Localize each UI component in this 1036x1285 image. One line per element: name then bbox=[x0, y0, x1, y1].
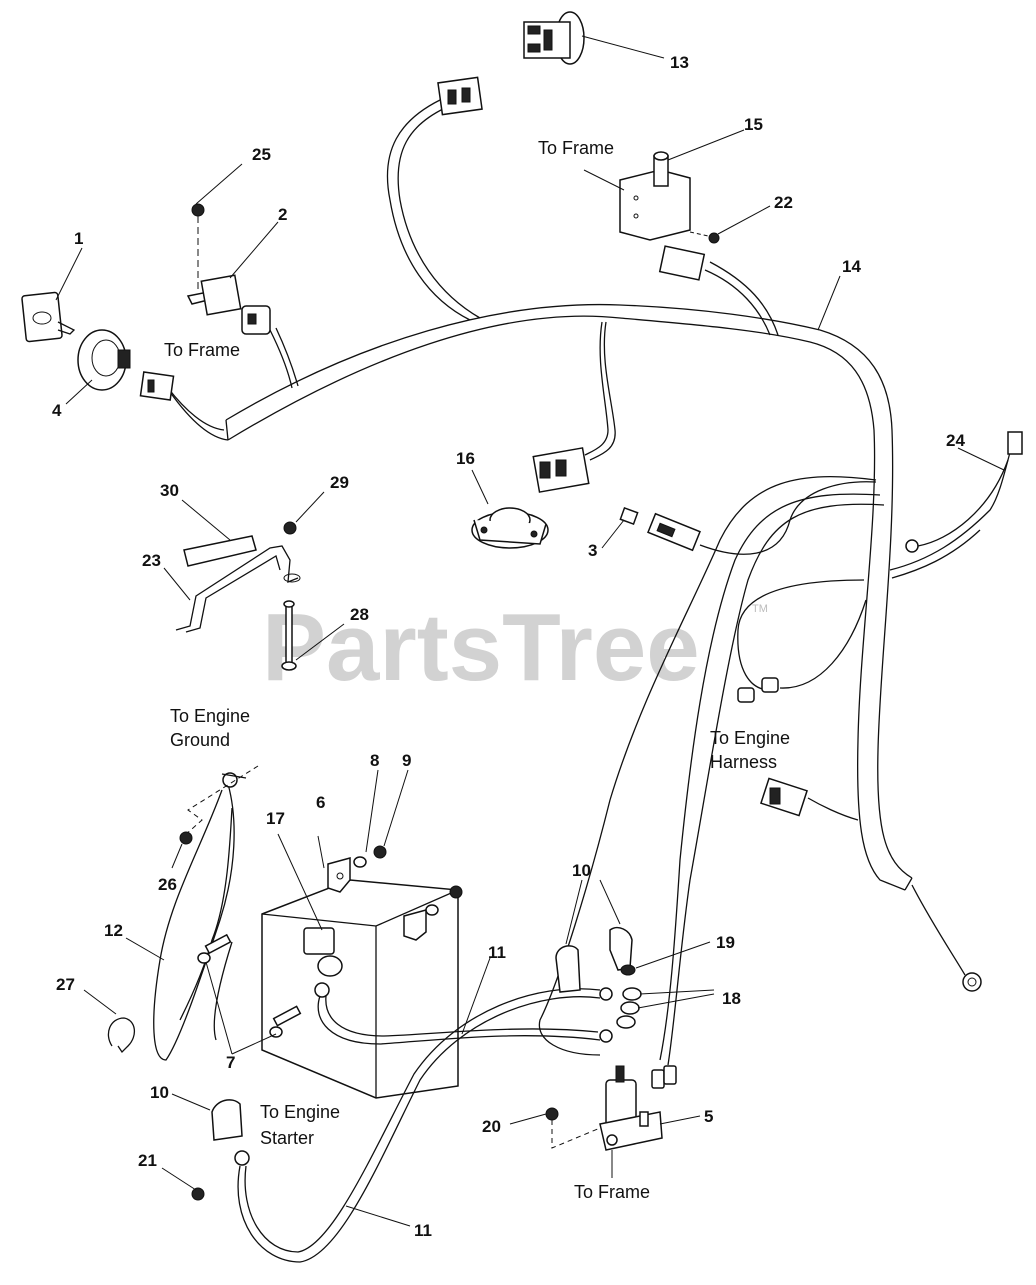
callout-10-starter-boot: 10 bbox=[150, 1083, 169, 1102]
note-engine-harness-line1: To Engine bbox=[710, 728, 790, 748]
callout-28: 28 bbox=[350, 605, 369, 624]
callout-6: 6 bbox=[316, 793, 325, 812]
callout-12: 12 bbox=[104, 921, 123, 940]
part-13-switch bbox=[523, 11, 585, 65]
note-to-frame-left: To Frame bbox=[164, 340, 240, 360]
part-15-switch bbox=[619, 151, 706, 281]
watermark-text: PartsTree bbox=[262, 594, 700, 701]
part-23-bracket bbox=[175, 545, 301, 633]
part-7-bolts bbox=[197, 933, 302, 1041]
callout-30: 30 bbox=[160, 481, 179, 500]
callout-numbers: 1 2 3 4 5 6 7 8 9 10 10 11 11 12 13 14 1… bbox=[52, 53, 965, 1240]
watermark-trademark: TM bbox=[752, 603, 768, 615]
part-11-cable-positive bbox=[314, 982, 613, 1045]
part-9-nut bbox=[373, 845, 463, 899]
part-10-boots bbox=[211, 926, 633, 1141]
part-5-solenoid bbox=[599, 1065, 677, 1151]
ground-leader bbox=[183, 765, 259, 837]
connector-3-plug bbox=[647, 512, 701, 552]
callout-18: 18 bbox=[722, 989, 741, 1008]
part-27-clip bbox=[107, 1017, 135, 1054]
engine-harness-plugs bbox=[737, 677, 779, 703]
main-wire-harness bbox=[167, 99, 1013, 1066]
part-26-screw bbox=[179, 831, 193, 845]
part-8-washer bbox=[353, 856, 439, 916]
callout-27: 27 bbox=[56, 975, 75, 994]
part-30-pad bbox=[183, 535, 257, 567]
part-3-clip bbox=[619, 507, 639, 525]
callout-25: 25 bbox=[252, 145, 271, 164]
callout-23: 23 bbox=[142, 551, 161, 570]
part-29-nut bbox=[283, 521, 297, 535]
part-21-nut bbox=[191, 1187, 205, 1201]
leader-lines bbox=[55, 35, 1005, 1227]
connector-16-plug bbox=[532, 447, 590, 493]
part-22-screw bbox=[689, 231, 720, 244]
callout-24: 24 bbox=[946, 431, 965, 450]
harness-top-connector bbox=[437, 76, 483, 116]
callout-19: 19 bbox=[716, 933, 735, 952]
callout-7: 7 bbox=[226, 1053, 235, 1072]
callout-21: 21 bbox=[138, 1151, 157, 1170]
callout-29: 29 bbox=[330, 473, 349, 492]
note-engine-ground-line2: Ground bbox=[170, 730, 230, 750]
note-engine-starter-line1: To Engine bbox=[260, 1102, 340, 1122]
callout-5: 5 bbox=[704, 1107, 713, 1126]
callout-2: 2 bbox=[278, 205, 287, 224]
part-12-ground-cable bbox=[153, 772, 247, 1061]
callout-3: 3 bbox=[588, 541, 597, 560]
part-16-alarm bbox=[471, 507, 549, 549]
callout-13: 13 bbox=[670, 53, 689, 72]
part-1-key bbox=[21, 291, 76, 343]
callout-11-positive: 11 bbox=[488, 943, 506, 962]
callout-11-starter: 11 bbox=[414, 1221, 432, 1240]
callout-15: 15 bbox=[744, 115, 763, 134]
part-20-screw bbox=[545, 1107, 601, 1149]
note-engine-ground-line1: To Engine bbox=[170, 706, 250, 726]
callout-20: 20 bbox=[482, 1117, 501, 1136]
engine-harness-connector bbox=[760, 777, 808, 817]
callout-8: 8 bbox=[370, 751, 379, 770]
part-24-lead bbox=[905, 431, 1023, 553]
callout-4: 4 bbox=[52, 401, 62, 420]
callout-1: 1 bbox=[74, 229, 83, 248]
connection-notes: To Frame To Frame To Frame To Engine Gro… bbox=[164, 138, 790, 1202]
note-engine-starter-line2: Starter bbox=[260, 1128, 314, 1148]
callout-17: 17 bbox=[266, 809, 285, 828]
note-engine-harness-line2: Harness bbox=[710, 752, 777, 772]
ground-ring-terminal bbox=[962, 972, 982, 992]
callout-26: 26 bbox=[158, 875, 177, 894]
callout-14: 14 bbox=[842, 257, 861, 276]
callout-9: 9 bbox=[402, 751, 411, 770]
part-11-cable-starter bbox=[234, 987, 613, 1263]
part-2-relay bbox=[186, 274, 271, 335]
part-28-bolt bbox=[281, 600, 297, 671]
part-4-ignition-switch bbox=[77, 329, 175, 401]
note-to-frame-top: To Frame bbox=[538, 138, 614, 158]
callout-10-boots: 10 bbox=[572, 861, 591, 880]
part-18-washers bbox=[616, 987, 642, 1029]
part-6-bracket bbox=[327, 857, 427, 941]
callout-16: 16 bbox=[456, 449, 475, 468]
callout-22: 22 bbox=[774, 193, 793, 212]
part-19-nut bbox=[620, 964, 636, 976]
part-25-screw bbox=[191, 203, 205, 292]
note-to-frame-bottom: To Frame bbox=[574, 1182, 650, 1202]
